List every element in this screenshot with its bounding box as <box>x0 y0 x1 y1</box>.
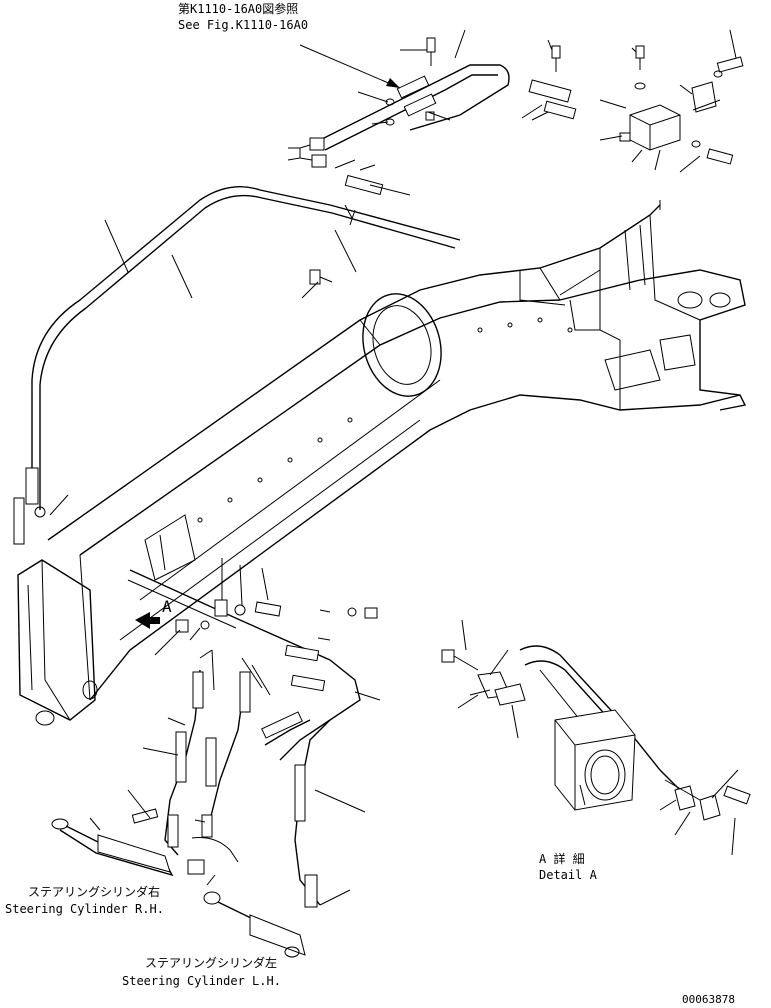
detail-mark-a: A <box>162 597 172 616</box>
top-hose-group <box>309 37 646 285</box>
steering-cylinder-lh-label-jp: ステアリングシリンダ左 <box>145 956 278 970</box>
center-frame <box>17 204 747 726</box>
steering-cylinder-rh <box>51 818 174 877</box>
steering-cylinder-lh-label-en: Steering Cylinder L.H. <box>122 974 281 988</box>
detail-a-view <box>441 645 751 821</box>
view-arrow <box>135 612 160 629</box>
frame-bolt-holes <box>197 317 573 523</box>
leader-lines <box>49 29 739 906</box>
lower-hoses <box>131 669 331 908</box>
reference-label-jp: 第K1110-16A0図参照 <box>178 2 299 16</box>
upper-hydraulic-pipe <box>13 185 461 545</box>
center-fittings <box>127 569 378 761</box>
steering-cylinder-rh-label-en: Steering Cylinder R.H. <box>5 902 164 916</box>
drawing-number: 00063878 <box>682 993 735 1006</box>
reference-label-en: See Fig.K1110-16A0 <box>178 18 309 32</box>
steering-cylinder-lh <box>203 891 306 958</box>
valve-block <box>619 56 744 165</box>
steering-cylinder-rh-label-jp: ステアリングシリンダ右 <box>28 885 161 899</box>
detail-a-label-jp: A 詳 細 <box>539 852 585 866</box>
detail-a-label-en: Detail A <box>539 868 597 882</box>
